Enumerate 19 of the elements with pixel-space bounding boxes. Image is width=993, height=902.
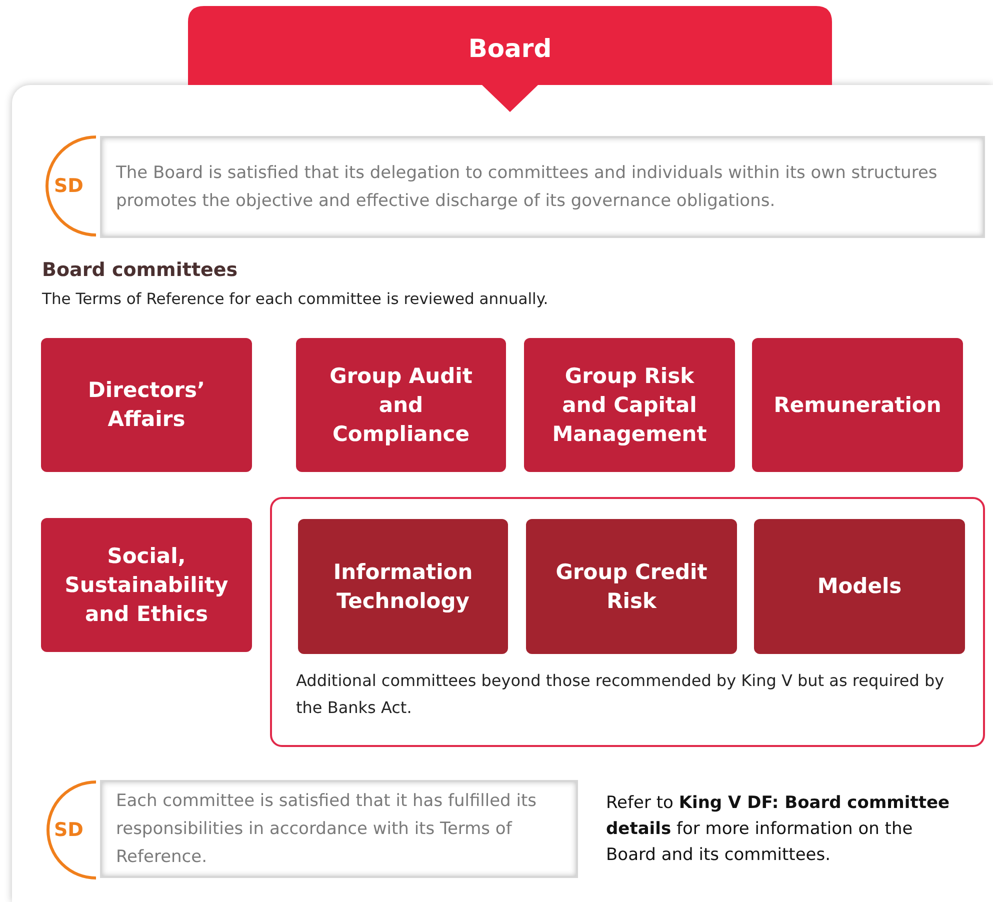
committee-box: Directors’ Affairs — [41, 338, 252, 472]
statement-box: The Board is satisfied that its delegation to committees and individuals within its own structures promotes the objective and effective discharge of its governance obligations. — [100, 136, 985, 238]
committee-box: Models — [754, 519, 965, 654]
committee-box: Information Technology — [298, 519, 508, 654]
committee-box: Remuneration — [752, 338, 963, 472]
committee-box: Group Audit and Compliance — [296, 338, 506, 472]
board-tab: Board — [188, 6, 832, 112]
note-text: Additional committees beyond those recommended by King V but as required by the Banks Act. — [296, 670, 946, 719]
committee-box: Group Credit Risk — [526, 519, 737, 654]
sd-badge: SD — [40, 135, 100, 237]
reference-note: Refer to King V DF: Board committee details for more information on the Board and its committees. — [606, 792, 951, 867]
committee-box: Social, Sustainability and Ethics — [41, 518, 252, 652]
section-heading: Board committees — [42, 259, 238, 281]
panel-card — [12, 85, 993, 902]
sd-badge: SD — [40, 780, 100, 880]
committee-box: Group Risk and Capital Management — [524, 338, 735, 472]
description-text: The Terms of Reference for each committee is reviewed annually. — [42, 290, 548, 308]
group-frame — [270, 497, 985, 747]
statement-box: Each committee is satisfied that it has fulfilled its responsibilities in accordance with its Terms of Reference. — [100, 780, 578, 878]
